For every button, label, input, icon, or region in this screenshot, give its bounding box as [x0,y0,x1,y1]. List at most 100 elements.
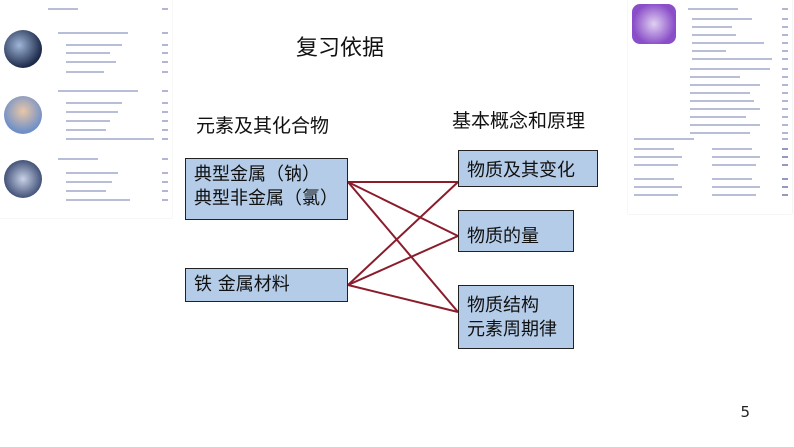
contents-row-placeholder [58,90,138,92]
contents-page-placeholder [162,8,168,10]
contents-page-placeholder [782,116,788,118]
contents-page-placeholder [162,199,168,201]
contents-row-placeholder [634,148,674,150]
contents-row-placeholder [66,129,106,131]
contents-row-placeholder [66,181,112,183]
connector-line [347,235,459,286]
contents-row-placeholder [712,156,760,158]
contents-row-placeholder [66,120,110,122]
contents-row-placeholder [712,164,756,166]
contents-row-placeholder [692,34,736,36]
contents-row-placeholder [688,8,738,10]
contents-page-placeholder [162,90,168,92]
box-line: 物质及其变化 [467,160,575,181]
contents-page-placeholder [162,129,168,131]
slide-title: 复习依据 [296,36,385,61]
box-line: 铁 金属材料 [194,274,290,295]
contents-row-placeholder [66,61,116,63]
box-line: 物质的量 [467,226,539,247]
contents-row-placeholder [66,52,110,54]
contents-row-placeholder [712,148,752,150]
contents-page-placeholder [782,124,788,126]
contents-row-placeholder [634,164,678,166]
contents-row-placeholder [634,194,678,196]
box-line: 典型金属（钠） [194,164,320,185]
contents-page-placeholder [162,158,168,160]
sunset-icon [4,96,42,134]
contents-row-placeholder [634,178,674,180]
contents-page-placeholder [162,32,168,34]
contents-page-placeholder [782,18,788,20]
contents-page-placeholder [162,111,168,113]
contents-row-placeholder [692,42,764,44]
contents-page-placeholder [782,84,788,86]
contents-page-placeholder [162,102,168,104]
contents-page-placeholder [782,148,788,150]
contents-row-placeholder [66,138,154,140]
contents-row-placeholder [690,124,760,126]
contents-row-placeholder [690,84,760,86]
contents-page-placeholder [162,71,168,73]
contents-page-placeholder [162,190,168,192]
contents-row-placeholder [634,156,682,158]
contents-page-placeholder [782,8,788,10]
box-iron-metal-materials: 铁 金属材料 [185,268,348,302]
contents-row-placeholder [712,178,752,180]
contents-row-placeholder [58,158,98,160]
globe-icon [4,30,42,68]
page-number: 5 [740,403,750,421]
structure-icon [4,160,42,198]
contents-page-placeholder [162,44,168,46]
contents-page-placeholder [782,194,788,196]
box-typical-metal-nonmetal: 典型金属（钠） 典型非金属（氯） [185,158,348,220]
contents-page-placeholder [782,50,788,52]
contents-page-placeholder [162,52,168,54]
contents-row-placeholder [690,68,770,70]
contents-page-placeholder [782,92,788,94]
contents-row-placeholder [712,186,760,188]
contents-row-placeholder [66,111,118,113]
connector-line [347,284,459,313]
contents-page-placeholder [162,181,168,183]
contents-row-placeholder [690,116,746,118]
contents-row-placeholder [66,172,118,174]
box-amount-of-substance: 物质的量 [458,210,574,252]
contents-page-placeholder [782,42,788,44]
contents-row-placeholder [690,132,750,134]
left-heading: 元素及其化合物 [196,115,330,137]
contents-row-placeholder [692,26,732,28]
contents-page-placeholder [782,138,788,140]
contents-page-placeholder [782,108,788,110]
contents-row-placeholder [66,102,122,104]
contents-row-placeholder [66,71,104,73]
contents-page-placeholder [782,156,788,158]
connector-line [347,181,459,237]
contents-page-placeholder [782,164,788,166]
contents-page-placeholder [782,186,788,188]
contents-thumbnail-right [628,0,792,214]
right-heading: 基本概念和原理 [452,110,586,132]
contents-page-placeholder [782,58,788,60]
contents-row-placeholder [692,58,772,60]
contents-page-placeholder [782,34,788,36]
contents-page-placeholder [162,138,168,140]
contents-row-placeholder [692,50,726,52]
contents-row-placeholder [634,138,694,140]
box-line: 物质结构 [467,295,539,316]
contents-page-placeholder [782,68,788,70]
contents-page-placeholder [162,172,168,174]
contents-page-placeholder [782,76,788,78]
contents-page-placeholder [782,100,788,102]
connector-line [347,181,459,313]
contents-page-placeholder [782,132,788,134]
contents-row-placeholder [66,44,122,46]
contents-row-placeholder [692,18,752,20]
contents-row-placeholder [66,199,130,201]
contents-page-placeholder [162,120,168,122]
contents-row-placeholder [634,186,682,188]
contents-row-placeholder [58,32,128,34]
connector-line [347,181,459,286]
box-structure-periodic-law: 物质结构 元素周期律 [458,285,574,349]
contents-page-placeholder [162,61,168,63]
